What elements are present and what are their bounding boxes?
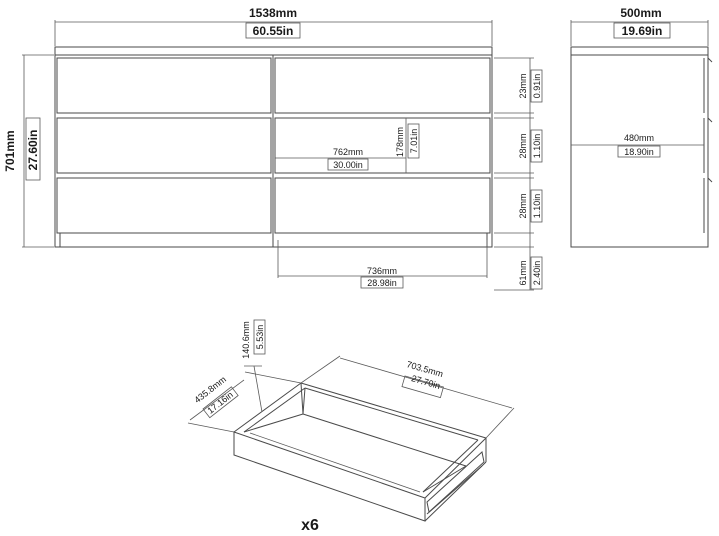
dimension-overall-height: 701mm 27.60in bbox=[3, 54, 54, 248]
dimension-side-depth: 500mm 19.69in bbox=[570, 6, 709, 46]
gap-3-in-label: 1.10in bbox=[532, 194, 542, 219]
drawer-front-right-2 bbox=[274, 117, 491, 174]
inner-depth-in-label: 18.90in bbox=[624, 147, 654, 157]
width-mm-label: 1538mm bbox=[249, 6, 297, 20]
drawer-front-left-3 bbox=[56, 177, 272, 234]
drawer-front-left-2 bbox=[56, 117, 272, 174]
dimension-drawer-width: 762mm 30.00in bbox=[275, 147, 406, 171]
height-in-label: 27.60in bbox=[26, 130, 40, 171]
drawer-width-mm-label: 762mm bbox=[333, 147, 363, 157]
cabinet-top bbox=[54, 46, 493, 56]
drawer-front-panel bbox=[233, 431, 426, 522]
drawer-front-right-1 bbox=[274, 57, 491, 114]
dimension-drawer-width-depth: 435.8mm 17.16in bbox=[187, 371, 302, 433]
dimension-side-inner-depth: 480mm 18.90in bbox=[617, 133, 661, 158]
leg-mm-label: 61mm bbox=[518, 260, 528, 285]
drawer-quantity-label: x6 bbox=[301, 517, 319, 534]
side-body bbox=[570, 54, 709, 248]
dimension-drawer-height: 178mm 7.01in bbox=[395, 118, 420, 173]
side-view bbox=[570, 46, 713, 248]
drawer-depth-mm-label: 140.6mm bbox=[241, 321, 251, 359]
dimension-drawer-height-iso: 140.6mm 5.53in bbox=[241, 319, 266, 413]
drawer-depth-in-label: 5.53in bbox=[255, 325, 265, 350]
inner-width-mm-label: 736mm bbox=[367, 266, 397, 276]
height-mm-label: 701mm bbox=[3, 130, 17, 171]
top-gap-mm-label: 23mm bbox=[518, 73, 528, 98]
top-gap-in-label: 0.91in bbox=[532, 74, 542, 99]
drawer-isometric bbox=[233, 382, 487, 522]
dimension-drawer-length: 703.5mm 27.70in bbox=[300, 355, 515, 439]
drawer-width-in-label: 30.00in bbox=[333, 160, 363, 170]
dimension-inner-width: 736mm 28.98in bbox=[277, 240, 488, 289]
inner-depth-mm-label: 480mm bbox=[624, 133, 654, 143]
dimension-overall-width: 1538mm 60.55in bbox=[54, 6, 493, 46]
front-view bbox=[54, 46, 493, 248]
dimension-gaps: 23mm 0.91in 28mm 1.10in 28mm 1.10in 61mm… bbox=[494, 57, 543, 291]
side-top bbox=[570, 46, 709, 56]
gap-2-in-label: 1.10in bbox=[532, 134, 542, 159]
drawer-height-in-label: 7.01in bbox=[409, 129, 419, 154]
depth-in-label: 19.69in bbox=[622, 24, 663, 38]
inner-width-in-label: 28.98in bbox=[367, 278, 397, 288]
gap-3-mm-label: 28mm bbox=[518, 193, 528, 218]
width-in-label: 60.55in bbox=[253, 24, 294, 38]
leg-in-label: 2.40in bbox=[532, 261, 542, 286]
drawer-front-left-1 bbox=[56, 57, 272, 114]
drawer-height-mm-label: 178mm bbox=[395, 127, 405, 157]
drawer-runner bbox=[426, 451, 485, 513]
depth-mm-label: 500mm bbox=[620, 6, 661, 20]
gap-2-mm-label: 28mm bbox=[518, 133, 528, 158]
drawer-front-right-3 bbox=[274, 177, 491, 234]
